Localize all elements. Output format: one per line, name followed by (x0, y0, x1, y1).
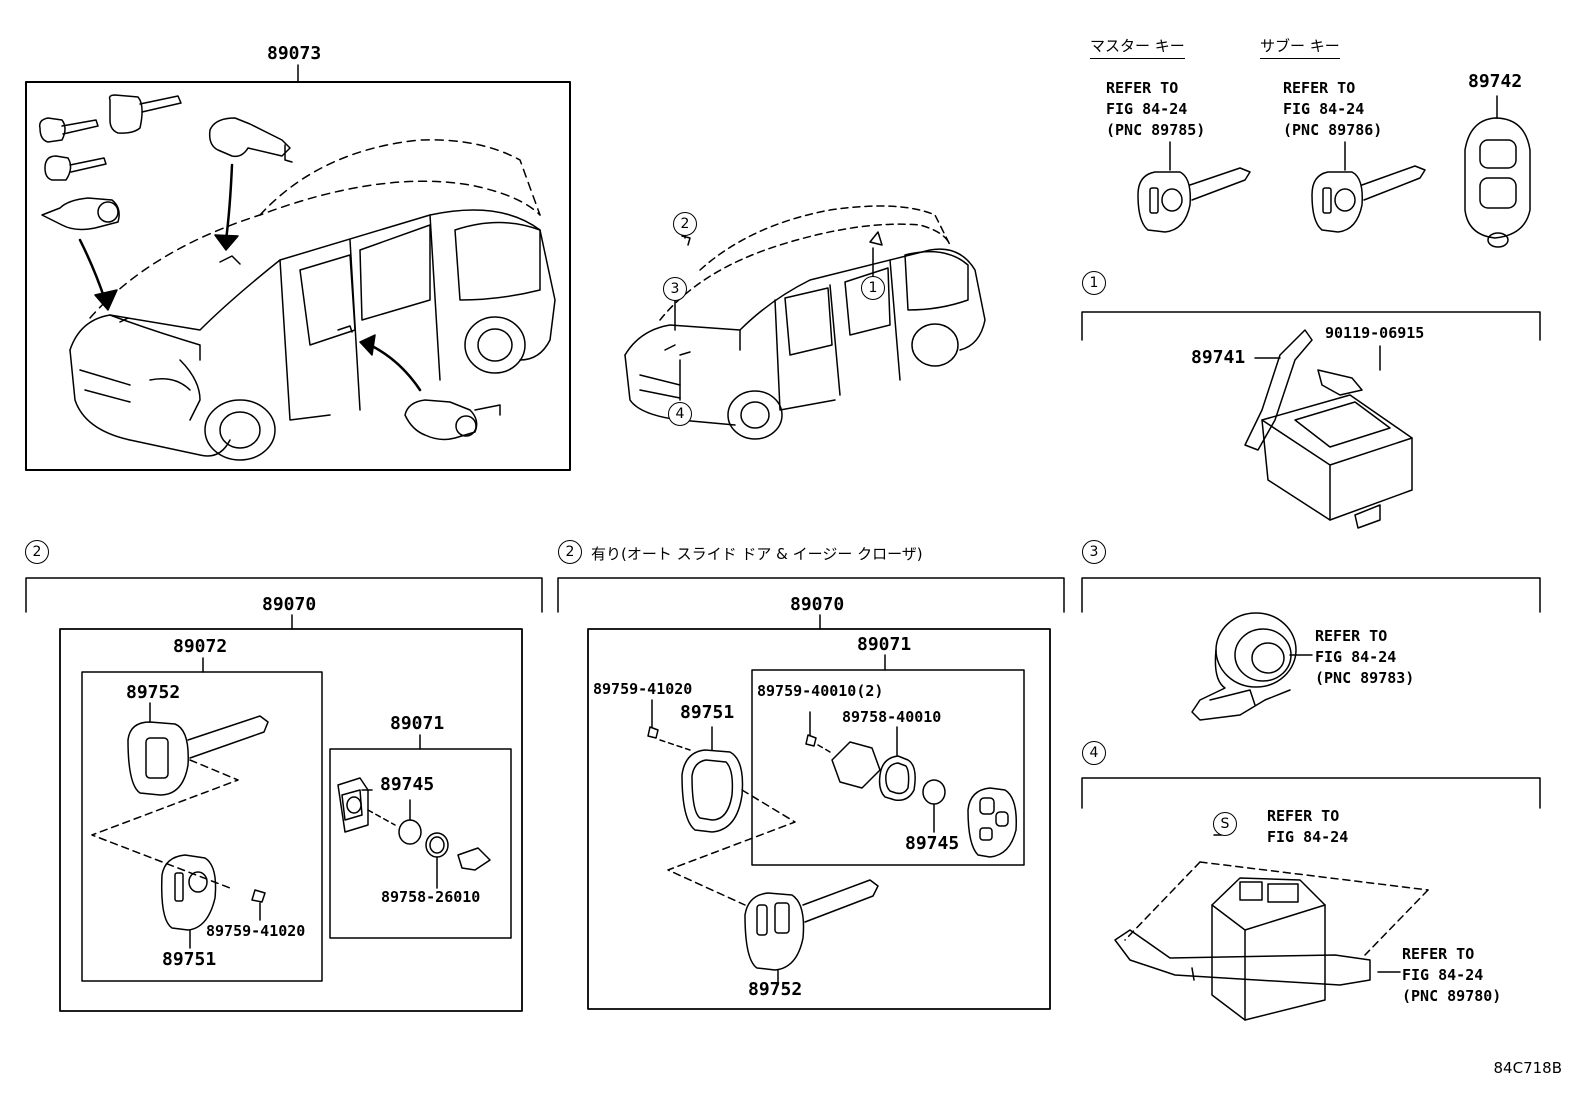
callout-s[interactable]: S (1213, 812, 1237, 836)
callout-2[interactable]: 2 (673, 212, 697, 236)
bracket-s1 (1081, 311, 1541, 341)
ecu-reference[interactable]: REFER TO FIG 84-24 (PNC 89780) (1402, 945, 1502, 1005)
receiver-unit-89741 (1244, 329, 1413, 529)
mid-key-illustrations (647, 699, 879, 986)
part-number-89752-mid[interactable]: 89752 (748, 979, 803, 1000)
ignition-switch-reference[interactable]: REFER TO FIG 84-24 (PNC 89783) (1315, 627, 1415, 687)
frame-left-89072 (81, 671, 323, 982)
part-number-89758-26010[interactable]: 89758-26010 (381, 888, 481, 906)
part-number-89741[interactable]: 89741 (1191, 347, 1246, 368)
ecu-bracket-reference[interactable]: REFER TO FIG 84-24 (1267, 807, 1349, 846)
bracket-s4 (1081, 777, 1541, 809)
part-number-90119-06915[interactable]: 90119-06915 (1325, 324, 1425, 342)
remote-transmitter-89742 (1464, 95, 1531, 248)
callout-3[interactable]: 3 (663, 277, 687, 301)
part-number-89751-left[interactable]: 89751 (162, 949, 217, 970)
frame-mid-89070 (587, 628, 1051, 1010)
sub-key-illustration (1311, 141, 1426, 233)
part-number-89071-left[interactable]: 89071 (390, 713, 445, 734)
mid-transmitter-parts (805, 711, 1018, 858)
frame-mid-89071 (751, 669, 1025, 866)
part-number-89751-mid[interactable]: 89751 (680, 702, 735, 723)
part-number-89752-left[interactable]: 89752 (126, 682, 181, 703)
part-number-89759-41020-left[interactable]: 89759-41020 (206, 922, 306, 940)
figure-code: 84C718B (1493, 1059, 1562, 1077)
section-2-mid-marker: 2 (558, 540, 582, 564)
part-number-89742[interactable]: 89742 (1468, 71, 1523, 92)
sub-key-heading: サブー キー (1260, 35, 1340, 59)
left-transmitter-parts (337, 777, 491, 889)
van-illustration-small (624, 205, 986, 440)
part-number-89758-40010[interactable]: 89758-40010 (842, 708, 942, 726)
ecu-illustration (1114, 861, 1429, 1021)
frame-left-89070 (59, 628, 523, 1012)
van-illustration-large (38, 94, 556, 461)
sub-key-reference[interactable]: REFER TO FIG 84-24 (PNC 89786) (1283, 79, 1383, 139)
part-number-89759-41020-mid[interactable]: 89759-41020 (593, 680, 693, 698)
callout-4[interactable]: 4 (668, 402, 692, 426)
frame-89073 (25, 81, 571, 471)
bracket-s2-mid (557, 577, 1065, 613)
bracket-s2-left (25, 577, 543, 613)
part-number-89745-left[interactable]: 89745 (380, 774, 435, 795)
left-key-illustrations (91, 702, 269, 949)
part-number-89759-40010[interactable]: 89759-40010(2) (757, 682, 884, 700)
bracket-s3 (1081, 577, 1541, 613)
part-number-89070-mid[interactable]: 89070 (790, 594, 845, 615)
part-number-89071-mid[interactable]: 89071 (857, 634, 912, 655)
section-1-marker: 1 (1082, 271, 1106, 295)
master-key-heading: マスター キー (1090, 35, 1185, 59)
section-2-mid-caption: 有り(オート スライド ドア & イージー クローザ) (591, 545, 923, 563)
part-number-89070-left[interactable]: 89070 (262, 594, 317, 615)
section-2-left-marker: 2 (25, 540, 49, 564)
callout-1[interactable]: 1 (861, 276, 885, 300)
master-key-reference[interactable]: REFER TO FIG 84-24 (PNC 89785) (1106, 79, 1206, 139)
part-number-89072[interactable]: 89072 (173, 636, 228, 657)
part-number-89073[interactable]: 89073 (267, 43, 322, 64)
section-4-marker: 4 (1082, 741, 1106, 765)
section-3-marker: 3 (1082, 540, 1106, 564)
master-key-illustration (1137, 141, 1251, 233)
part-number-89745-mid[interactable]: 89745 (905, 833, 960, 854)
ignition-switch-illustration (1191, 612, 1313, 721)
